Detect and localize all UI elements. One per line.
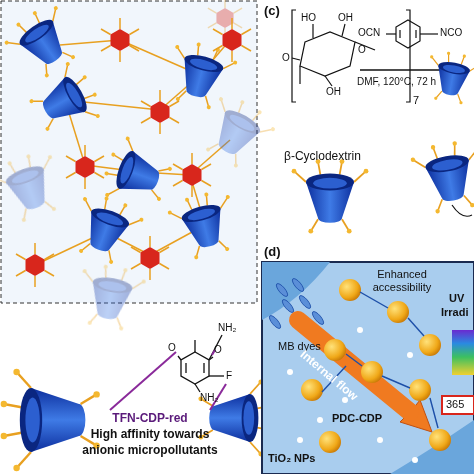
reaction-condition: DMF, 120°C, 72 h xyxy=(357,76,436,88)
atom-label: HO xyxy=(301,12,316,24)
light-label: Irradi xyxy=(441,306,469,319)
atom-label: NH₂ xyxy=(218,322,236,334)
dye-label: MB dyes xyxy=(278,340,321,353)
repeat-count: 7 xyxy=(413,94,419,107)
panel-letter: (d) xyxy=(264,245,281,260)
atom-label: OH xyxy=(326,86,341,98)
atom-label: O xyxy=(358,44,366,56)
panel-letter: (c) xyxy=(264,4,280,19)
caption-line: anionic micropollutants xyxy=(70,444,230,458)
particle-label: TiO₂ NPs xyxy=(268,452,315,465)
compound-name: β-Cyclodextrin xyxy=(284,150,361,164)
group-label: NCO xyxy=(440,27,462,39)
atom-label: OH xyxy=(338,12,353,24)
material-name: TFN-CDP-red xyxy=(70,412,230,426)
wavelength: 365 xyxy=(446,398,464,411)
atom-label: O xyxy=(214,344,222,356)
panel-note: Enhanced accessibility xyxy=(362,268,442,293)
caption-line: High affinity towards xyxy=(70,428,230,442)
particle-label: PDC-CDP xyxy=(332,412,382,425)
atom-label: NH₂ xyxy=(200,392,218,404)
atom-label: O xyxy=(282,52,290,64)
atom-label: O xyxy=(168,342,176,354)
atom-label: F xyxy=(226,370,232,382)
light-label: UV xyxy=(449,292,464,305)
group-label: OCN xyxy=(358,27,380,39)
